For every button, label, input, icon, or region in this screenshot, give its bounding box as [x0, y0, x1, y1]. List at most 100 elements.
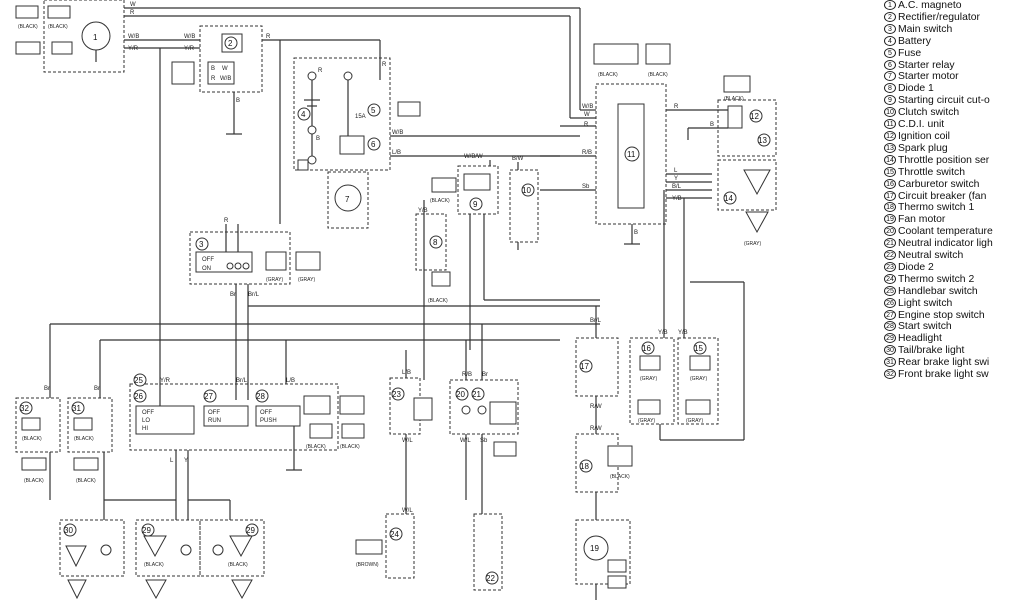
main-switch-group: 3 OFF ON (GRAY) (GRAY): [189, 231, 321, 285]
wire-label-r-batt2: R: [382, 62, 387, 68]
legend-item-label: Front brake light sw: [898, 369, 989, 381]
legend-item-label: Diode 1: [898, 83, 934, 95]
legend-item-number: 15: [884, 166, 896, 177]
legend-item-label: Thermo switch 2: [898, 273, 975, 285]
thermo2-number: 24: [390, 530, 399, 539]
ac-magneto-box: [43, 0, 125, 73]
ignition-coil-number-circle: [749, 109, 763, 123]
throttle-caption: (GRAY): [690, 376, 707, 382]
legend-item-number: 8: [884, 83, 896, 94]
handlebar-connector-4: [341, 423, 365, 439]
cutoff-box: [457, 165, 499, 215]
legend-item-number: 1: [884, 0, 896, 10]
tps-connector-2: [745, 211, 769, 234]
legend-item-number: 16: [884, 178, 896, 189]
wire-label-yb-diode: Y/B: [418, 208, 428, 214]
wire-label-br-main: Br: [230, 292, 236, 298]
wire-label-wb-relay: W/B: [392, 130, 403, 136]
wire-label-l-cdi: L: [674, 168, 678, 174]
legend-item-label: Clutch switch: [898, 107, 960, 119]
headlight-number-1: 29: [142, 526, 151, 535]
magneto-connector-a: [15, 5, 39, 19]
ac-magneto-group: 1 (BLACK) (BLACK): [15, 0, 125, 73]
relay-connector: [397, 101, 421, 117]
cutoff-number: 9: [473, 200, 478, 209]
neutral-connector-2: [493, 441, 517, 457]
legend-item-number: 7: [884, 71, 896, 82]
coolant-number: 20: [456, 390, 465, 399]
thermo2-number-circle: [389, 527, 403, 541]
wire-label-yr-1: Y/R: [128, 46, 139, 52]
legend-item-label: Spark plug: [898, 142, 948, 154]
magneto-caption-b: (BLACK): [48, 24, 68, 30]
carb-switch-box: [629, 337, 675, 425]
main-switch-connector: [265, 251, 287, 271]
starter-motor-box: [327, 171, 369, 229]
diode1-box: [415, 213, 447, 271]
legend-item-label: Neutral switch: [898, 250, 964, 262]
headlight-box-2: [199, 519, 265, 577]
ignition-coil-group: 12 13 (BLACK): [717, 75, 777, 157]
handlebar-connector-2: [339, 395, 365, 415]
rectifier-number-circle: [224, 36, 238, 50]
fuse-number-circle: [367, 103, 381, 117]
wire-label-br-neutral: Br: [482, 372, 488, 378]
legend-item-label: Starter motor: [898, 71, 959, 83]
neutral-switch-box: [473, 513, 503, 591]
legend-item-number: 9: [884, 95, 896, 106]
wire-label-lb-relay: L/B: [392, 150, 401, 156]
fan-motor-number: 19: [590, 544, 599, 553]
throttle-number-circle: [693, 341, 707, 355]
rectifier-pin-b: B: [211, 66, 215, 72]
legend-item-number: 27: [884, 309, 896, 320]
wire-label-wb-cdi: W/B: [582, 104, 593, 110]
headlight-caption-1: (BLACK): [144, 562, 164, 568]
wire-label-bl-cdi: B/L: [672, 184, 682, 190]
engine-stop-number-circle: [203, 389, 217, 403]
handlebar-connector-1: [303, 395, 331, 415]
neutral-connector: [489, 401, 517, 425]
rectifier-ground-label: B: [236, 98, 240, 104]
cdi-box: [595, 83, 667, 225]
clutch-switch-box: [509, 169, 539, 243]
wire-label-wl-thermo2: W/L: [402, 508, 413, 514]
legend-item-number: 28: [884, 321, 896, 332]
taillight-number: 30: [64, 526, 73, 535]
wire-label-y-hb: Y: [184, 458, 188, 464]
wire-label-brl-main: Br/L: [248, 292, 260, 298]
starter-motor-number: 7: [345, 195, 350, 204]
ignition-coil-symbol: [727, 105, 743, 129]
starter-relay-number-circle: [367, 137, 381, 151]
wire-label-r-batt1: R: [318, 68, 323, 74]
taillight-number-circle: [63, 523, 77, 537]
diode1-number-circle: [429, 235, 443, 249]
legend-item-label: Throttle switch: [898, 166, 965, 178]
tps-caption: (GRAY): [744, 241, 761, 247]
neutral-temp-group: 20 21 R/B Br W/L Sb 22: [449, 372, 519, 591]
rectifier-pin-wb: W/B: [220, 76, 231, 82]
front-brake-box: [15, 397, 61, 453]
fan-motor-symbol: [583, 535, 609, 561]
carb-caption: (GRAY): [640, 376, 657, 382]
main-switch-box: [189, 231, 291, 285]
wire-label-yb-carb: Y/B: [658, 330, 668, 336]
legend-item-label: Carburetor switch: [898, 178, 980, 190]
legend-item-number: 30: [884, 345, 896, 356]
rear-brake-number: 31: [72, 404, 81, 413]
main-switch-connector-2: [295, 251, 321, 271]
fuse-rating: 15A: [355, 114, 366, 120]
breaker-number-circle: [579, 359, 593, 373]
legend-item-number: 31: [884, 357, 896, 368]
light-lo: LO: [142, 418, 150, 424]
legend-item-label: Fuse: [898, 47, 922, 59]
tps-number-circle: [723, 191, 737, 205]
neutral-box: [449, 379, 519, 435]
front-brake-number-circle: [19, 401, 33, 415]
rear-brake-number-circle: [71, 401, 85, 415]
wire-label-w-cdi: W: [584, 112, 590, 118]
